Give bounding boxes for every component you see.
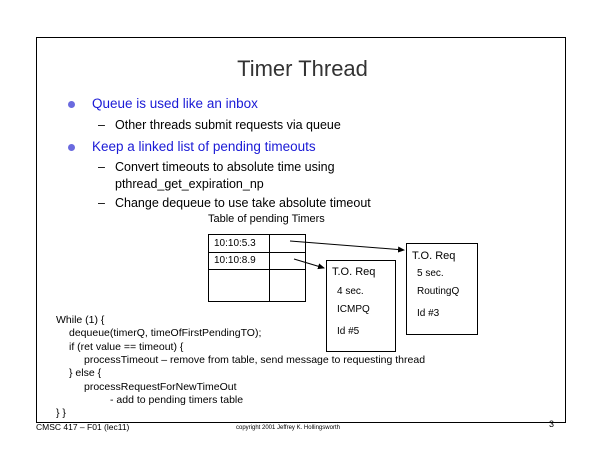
code-line: processTimeout – remove from table, send…	[84, 354, 426, 366]
bullet-dot-icon	[68, 101, 75, 108]
request-header: T.O. Req	[412, 250, 456, 262]
bullet-text: Queue is used like an inbox	[92, 96, 258, 111]
request-timeout: 4 sec.	[337, 286, 364, 297]
arrow-to-request-1	[293, 258, 325, 270]
arrow-to-request-2	[289, 240, 405, 253]
sub-bullet-convert-timeouts: – Convert timeouts to absolute time usin…	[98, 160, 335, 174]
sub-bullet-change-dequeue: – Change dequeue to use take absolute ti…	[98, 196, 371, 210]
code-line: if (ret value == timeout) {	[69, 341, 184, 353]
table-row: 10:10:8.9	[214, 255, 256, 266]
code-line: dequeue(timerQ, timeOfFirstPendingTO);	[69, 327, 262, 339]
code-line: processRequestForNewTimeOut	[84, 381, 237, 393]
bullet-text: Keep a linked list of pending timeouts	[92, 139, 316, 154]
bullet-queue-inbox: Queue is used like an inbox	[68, 96, 258, 111]
table-row: 10:10:5.3	[214, 238, 256, 249]
table-caption: Table of pending Timers	[208, 213, 325, 225]
slide-frame	[36, 37, 566, 423]
code-line: } }	[56, 407, 66, 419]
slide-title: Timer Thread	[237, 56, 368, 81]
request-target: RoutingQ	[417, 286, 460, 297]
pending-timers-table: 10:10:5.3 10:10:8.9	[208, 234, 306, 302]
code-line: } else {	[69, 367, 102, 379]
bullet-dot-icon	[68, 144, 75, 151]
timeout-request-box-1: T.O. Req 4 sec. ICMPQ Id #5	[326, 260, 396, 352]
request-id: Id #5	[337, 326, 360, 337]
request-timeout: 5 sec.	[417, 268, 444, 279]
page-number: 3	[549, 419, 555, 429]
request-target: ICMPQ	[337, 304, 370, 315]
request-header: T.O. Req	[332, 266, 376, 278]
request-id: Id #3	[417, 308, 440, 319]
footer-course: CMSC 417 – F01 (lec11)	[36, 422, 130, 432]
code-line: - add to pending timers table	[110, 394, 244, 406]
sub-bullet-submit-requests: – Other threads submit requests via queu…	[98, 118, 341, 132]
timeout-request-box-2: T.O. Req 5 sec. RoutingQ Id #3	[406, 243, 478, 335]
code-line: While (1) {	[56, 314, 105, 326]
bullet-linked-list: Keep a linked list of pending timeouts	[68, 139, 316, 154]
footer-copyright: copyright 2001 Jeffrey K. Hollingsworth	[236, 425, 340, 431]
sub-bullet-function-name: pthread_get_expiration_np	[115, 177, 264, 191]
